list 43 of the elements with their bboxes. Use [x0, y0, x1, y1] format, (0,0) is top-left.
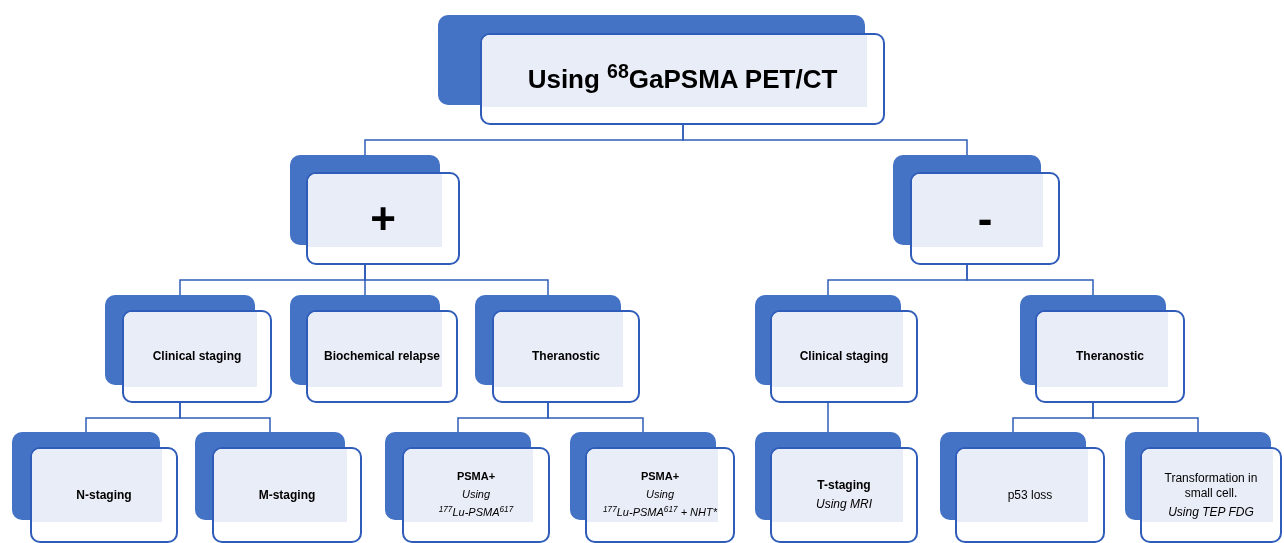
connector-line: [682, 124, 968, 156]
process-card: [290, 155, 460, 265]
card-text: N-staging: [76, 487, 132, 503]
card-text: Using $^{68}$GaPSMA PET/CT: [527, 62, 838, 96]
card-text: PSMA+: [640, 470, 680, 485]
process-card: [12, 432, 178, 543]
process-card: [1125, 432, 1282, 543]
card-text: T-staging: [817, 478, 871, 493]
card-text: Using MRI: [816, 497, 872, 512]
process-card: [1020, 295, 1185, 403]
card-text: Clinical staging: [799, 349, 889, 364]
process-card: [105, 295, 272, 403]
card-text: $^{177}$Lu-PSMA$^{617}$: [438, 505, 514, 520]
card-text: Using: [645, 488, 675, 502]
card-text: Clinical staging: [152, 349, 242, 364]
card-text: Using: [461, 488, 491, 502]
card-text: Using TEP FDG: [1168, 504, 1254, 520]
card-text: PSMA+: [456, 470, 496, 485]
process-card: [195, 432, 362, 543]
connector-line: [179, 402, 271, 433]
process-card: [475, 295, 640, 403]
connector-line: [364, 264, 549, 296]
connector-line: [966, 264, 1094, 296]
process-card: [893, 155, 1060, 265]
process-card: [570, 432, 735, 543]
card-text: M-staging: [258, 487, 316, 503]
card-text: Theranostic: [532, 349, 600, 364]
card-text: Transformation in small cell.: [1163, 470, 1259, 501]
connector-line: [547, 402, 644, 433]
process-card: [755, 432, 918, 543]
process-card: [385, 432, 550, 543]
process-card: [940, 432, 1105, 543]
process-card: [290, 295, 458, 403]
process-card: [755, 295, 918, 403]
card-text: $^{177}$Lu-PSMA$^{617}$ + NHT*: [602, 505, 717, 520]
card-text: Biochemical relapse: [323, 349, 441, 364]
card-text: Theranostic: [1076, 349, 1144, 364]
card-text: -: [977, 193, 993, 245]
card-text: +: [370, 193, 396, 245]
card-text: p53 loss: [1007, 487, 1053, 503]
process-card: [438, 15, 885, 125]
connector-line: [1092, 402, 1199, 433]
connector-line: [827, 402, 829, 433]
